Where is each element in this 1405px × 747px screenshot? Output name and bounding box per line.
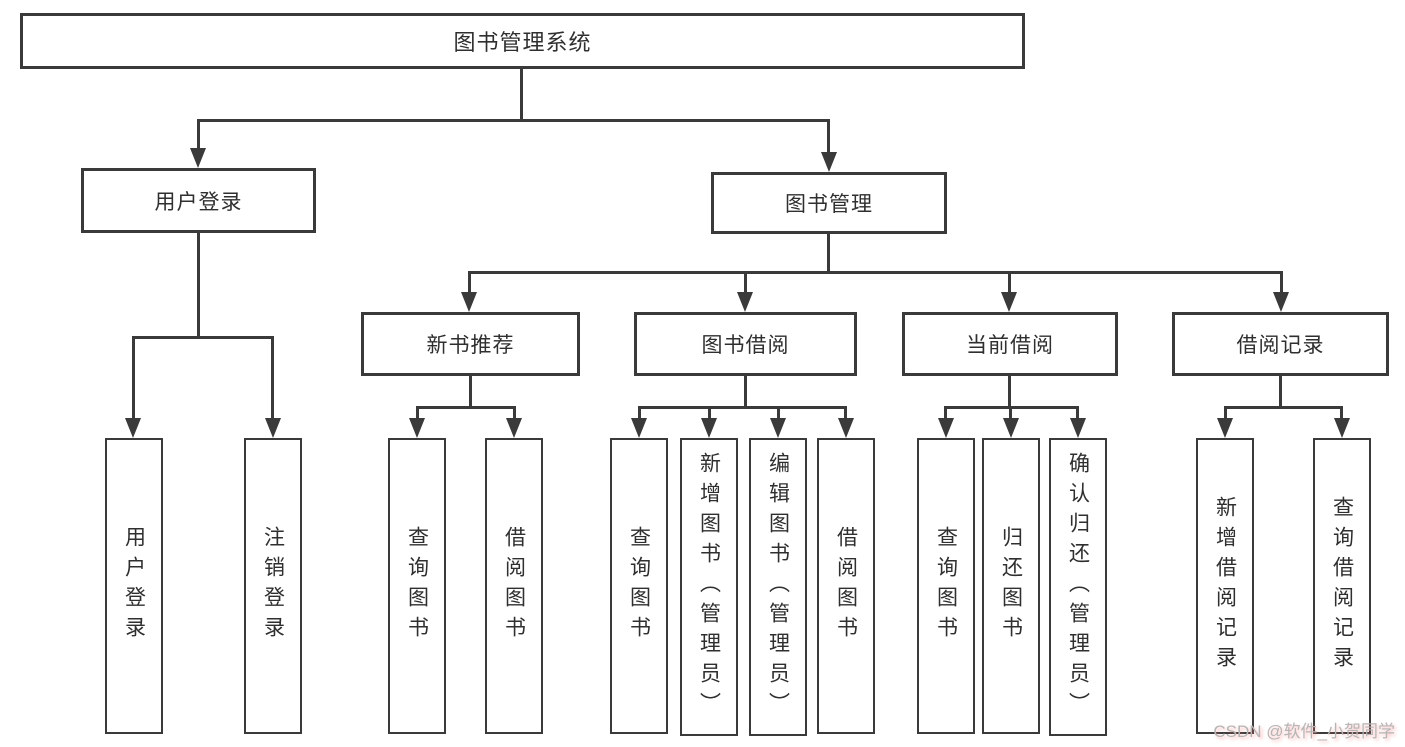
node-book-borrowing: 图书借阅 — [634, 312, 857, 376]
connector — [1008, 271, 1011, 293]
node-label: 确认归还（管理员） — [1066, 452, 1090, 722]
connector — [638, 406, 641, 420]
node-label: 新增借阅记录 — [1213, 496, 1237, 676]
node-new-book-recommend: 新书推荐 — [361, 312, 580, 376]
node-library-management-system: 图书管理系统 — [20, 13, 1025, 69]
arrowhead-icon — [938, 418, 954, 438]
connector — [132, 336, 274, 339]
node-borrowing-records: 借阅记录 — [1172, 312, 1389, 376]
node-label: 借阅记录 — [1236, 334, 1325, 357]
node-query-borrow-record: 查询借阅记录 — [1313, 438, 1371, 734]
arrowhead-icon — [190, 148, 206, 168]
connector — [1224, 406, 1227, 420]
connector — [271, 336, 274, 419]
node-label: 注销登录 — [261, 526, 285, 646]
node-user-login: 用户登录 — [81, 168, 316, 233]
node-confirm-return-admin: 确认归还（管理员） — [1049, 438, 1107, 736]
connector — [520, 69, 523, 121]
node-label: 借阅图书 — [834, 526, 858, 646]
node-borrow-books-recommend: 借阅图书 — [485, 438, 543, 734]
arrowhead-icon — [265, 418, 281, 438]
node-label: 图书借阅 — [701, 334, 790, 357]
node-label: 查询图书 — [934, 526, 958, 646]
node-label: 查询图书 — [405, 526, 429, 646]
connector — [468, 271, 471, 293]
node-label: 查询图书 — [627, 526, 651, 646]
connector — [1224, 406, 1342, 409]
connector — [1008, 376, 1011, 408]
connector — [827, 119, 830, 153]
arrowhead-icon — [125, 418, 141, 438]
arrowhead-icon — [838, 418, 854, 438]
node-current-borrowing: 当前借阅 — [902, 312, 1118, 376]
connector — [1280, 271, 1283, 293]
node-label: 编辑图书（管理员） — [766, 452, 790, 722]
node-user-login-leaf: 用户登录 — [105, 438, 163, 734]
node-return-books: 归还图书 — [982, 438, 1040, 734]
connector — [827, 234, 830, 273]
node-book-management: 图书管理 — [711, 172, 947, 234]
node-label: 查询借阅记录 — [1330, 496, 1354, 676]
arrowhead-icon — [737, 292, 753, 312]
arrowhead-icon — [506, 418, 522, 438]
node-label: 当前借阅 — [966, 334, 1054, 357]
connector — [416, 406, 516, 409]
node-query-books-recommend: 查询图书 — [388, 438, 446, 734]
connector — [469, 376, 472, 408]
node-borrow-books-borrowing: 借阅图书 — [817, 438, 875, 734]
connector — [777, 406, 780, 420]
arrowhead-icon — [1070, 418, 1086, 438]
connector — [744, 271, 747, 293]
connector — [132, 336, 135, 419]
connector — [1076, 406, 1079, 420]
arrowhead-icon — [1003, 418, 1019, 438]
node-label: 借阅图书 — [502, 526, 526, 646]
node-add-borrow-record: 新增借阅记录 — [1196, 438, 1254, 734]
node-label: 图书管理系统 — [453, 30, 592, 55]
arrowhead-icon — [409, 418, 425, 438]
connector — [1279, 376, 1282, 408]
connector — [197, 119, 830, 122]
connector — [844, 406, 847, 420]
arrowhead-icon — [1217, 418, 1233, 438]
connector — [1340, 406, 1343, 420]
connector — [744, 376, 747, 408]
node-logout-leaf: 注销登录 — [244, 438, 302, 734]
arrowhead-icon — [1001, 292, 1017, 312]
arrowhead-icon — [1334, 418, 1350, 438]
node-label: 图书管理 — [785, 193, 873, 216]
arrowhead-icon — [631, 418, 647, 438]
node-edit-books-admin: 编辑图书（管理员） — [749, 438, 807, 736]
arrowhead-icon — [461, 292, 477, 312]
connector — [197, 119, 200, 150]
connector — [468, 271, 1283, 274]
csdn-watermark: CSDN @软件_小贺同学 — [1213, 722, 1395, 741]
connector — [416, 406, 419, 420]
node-label: 归还图书 — [999, 526, 1023, 646]
arrowhead-icon — [821, 152, 837, 172]
connector — [638, 406, 847, 409]
arrowhead-icon — [701, 418, 717, 438]
node-query-books-current: 查询图书 — [917, 438, 975, 734]
node-label: 新增图书（管理员） — [697, 452, 721, 722]
connector — [197, 233, 200, 339]
arrowhead-icon — [770, 418, 786, 438]
connector — [944, 406, 947, 420]
node-query-books-borrowing: 查询图书 — [610, 438, 668, 734]
connector — [708, 406, 711, 420]
connector — [513, 406, 516, 420]
node-add-books-admin: 新增图书（管理员） — [680, 438, 738, 736]
node-label: 新书推荐 — [426, 334, 515, 357]
arrowhead-icon — [1273, 292, 1289, 312]
node-label: 用户登录 — [154, 190, 243, 214]
node-label: 用户登录 — [122, 526, 146, 646]
connector — [1009, 406, 1012, 420]
